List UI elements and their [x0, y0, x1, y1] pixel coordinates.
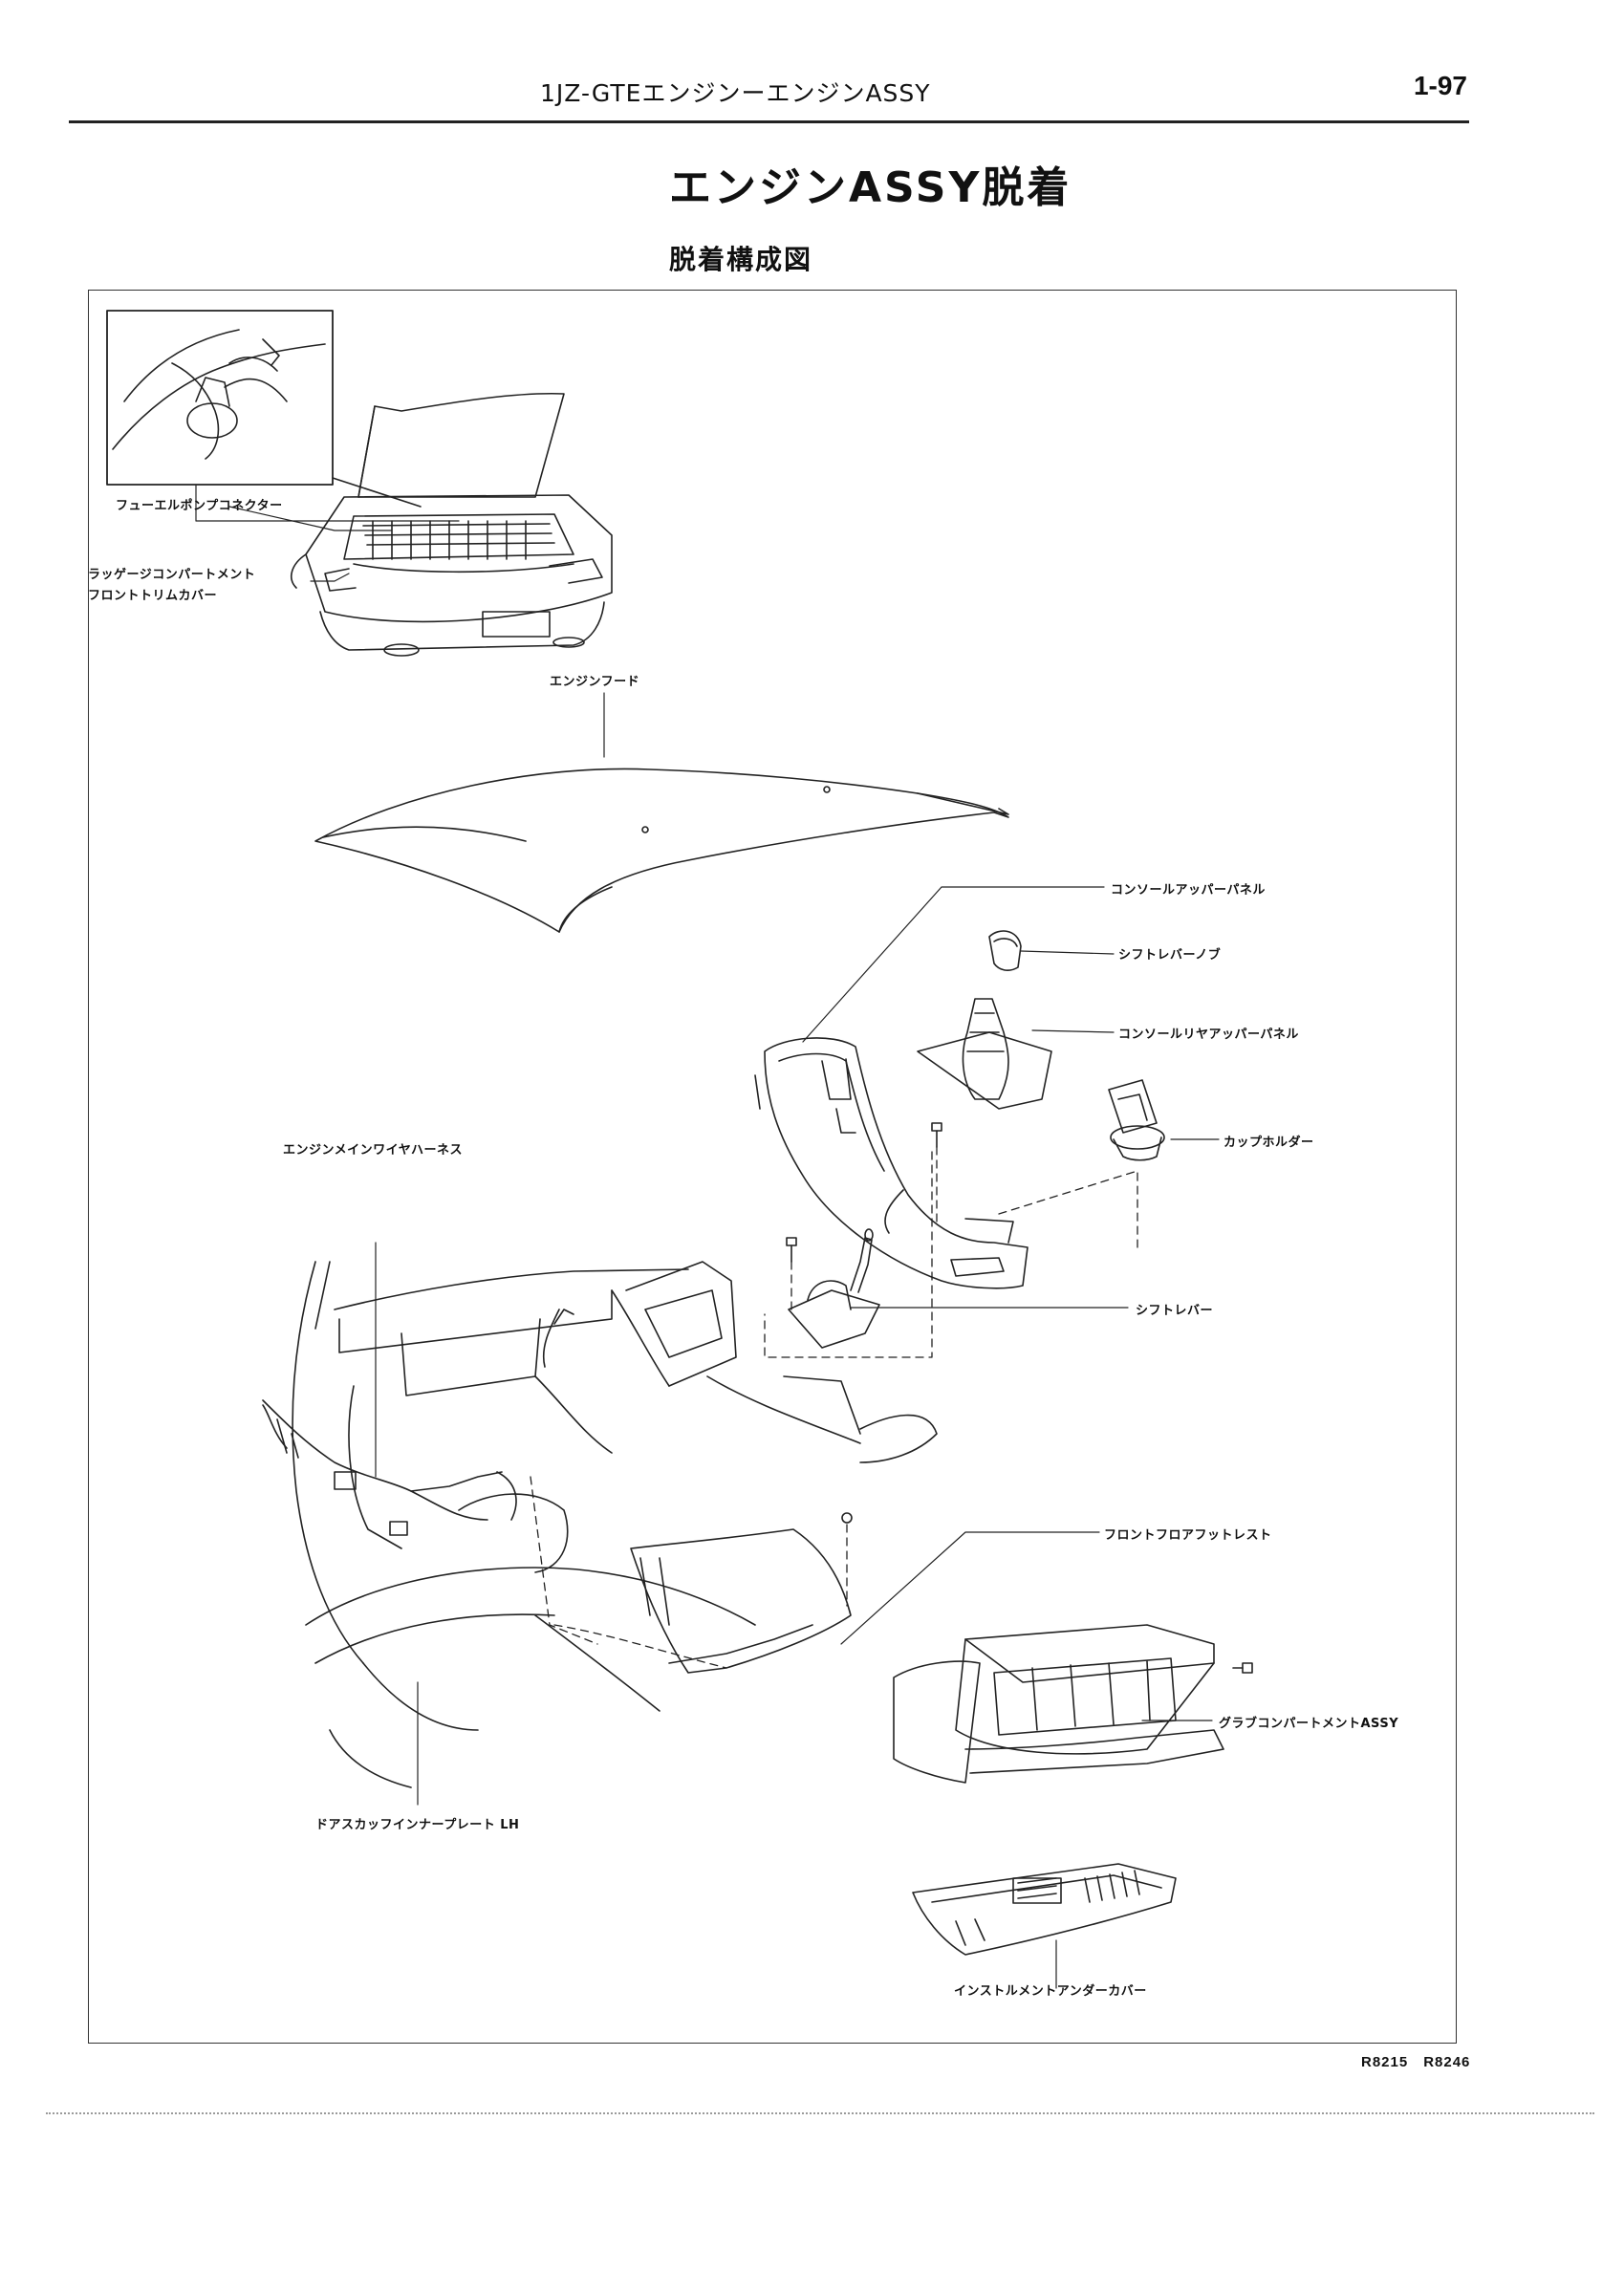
bolts	[786, 1122, 1253, 1674]
label-shift-lever: シフトレバー	[1136, 1304, 1214, 1318]
label-front-floor-footrest: フロントフロアフットレスト	[1104, 1528, 1272, 1543]
dashed-assembly-lines	[530, 1146, 1138, 1669]
header-rule	[69, 120, 1469, 123]
glove-compartment	[893, 1624, 1224, 1784]
console-rear-upper-panel	[917, 998, 1052, 1110]
label-instrument-under-cover: インストルメントアンダーカバー	[954, 1984, 1147, 1999]
label-cup-holder: カップホルダー	[1223, 1136, 1314, 1150]
shift-lever	[788, 1228, 880, 1349]
car-interior	[292, 1261, 938, 1788]
label-engine-hood: エンジンフード	[550, 675, 640, 689]
page-header: 1JZ-GTEエンジンーエンジンASSY 1-97	[72, 71, 1467, 113]
car-rear-trunk	[291, 392, 613, 657]
main-title: エンジンASSY脱着	[669, 163, 1072, 212]
sub-title: 脱着構成図	[669, 244, 813, 275]
wire-harness	[262, 1309, 574, 1536]
label-engine-main-wire-harness: エンジンメインワイヤハーネス	[283, 1143, 463, 1158]
label-glove-compartment: グラブコンパートメントASSY	[1219, 1717, 1399, 1731]
front-floor-footrest	[630, 1528, 852, 1674]
diagram-frame	[88, 290, 1457, 2044]
label-luggage-trim-line2: フロントトリムカバー	[88, 589, 218, 603]
page-number: 1-97	[1413, 71, 1467, 100]
label-door-scuff-plate: ドアスカッフインナープレート LH	[315, 1818, 520, 1832]
label-console-rear-upper-panel: コンソールリヤアッパーパネル	[1118, 1028, 1299, 1042]
shift-lever-knob	[988, 930, 1022, 972]
label-console-upper-panel: コンソールアッパーパネル	[1111, 883, 1266, 898]
bottom-dotted-line	[46, 2112, 1594, 2114]
label-fuel-pump-connector: フューエルポンプコネクター	[116, 499, 283, 513]
engine-hood	[314, 768, 1009, 933]
leader-lines	[195, 485, 1220, 1989]
console-upper-panel	[754, 1037, 1029, 1289]
cup-holder	[1108, 1079, 1165, 1161]
inset-box	[106, 310, 334, 486]
figure-code: R8215 R8246	[1361, 2054, 1471, 2070]
instrument-under-cover	[912, 1863, 1177, 1956]
header-title: 1JZ-GTEエンジンーエンジンASSY	[540, 79, 931, 107]
label-luggage-trim-line1: ラッゲージコンパートメント	[88, 568, 256, 582]
label-shift-lever-knob: シフトレバーノブ	[1118, 948, 1222, 963]
